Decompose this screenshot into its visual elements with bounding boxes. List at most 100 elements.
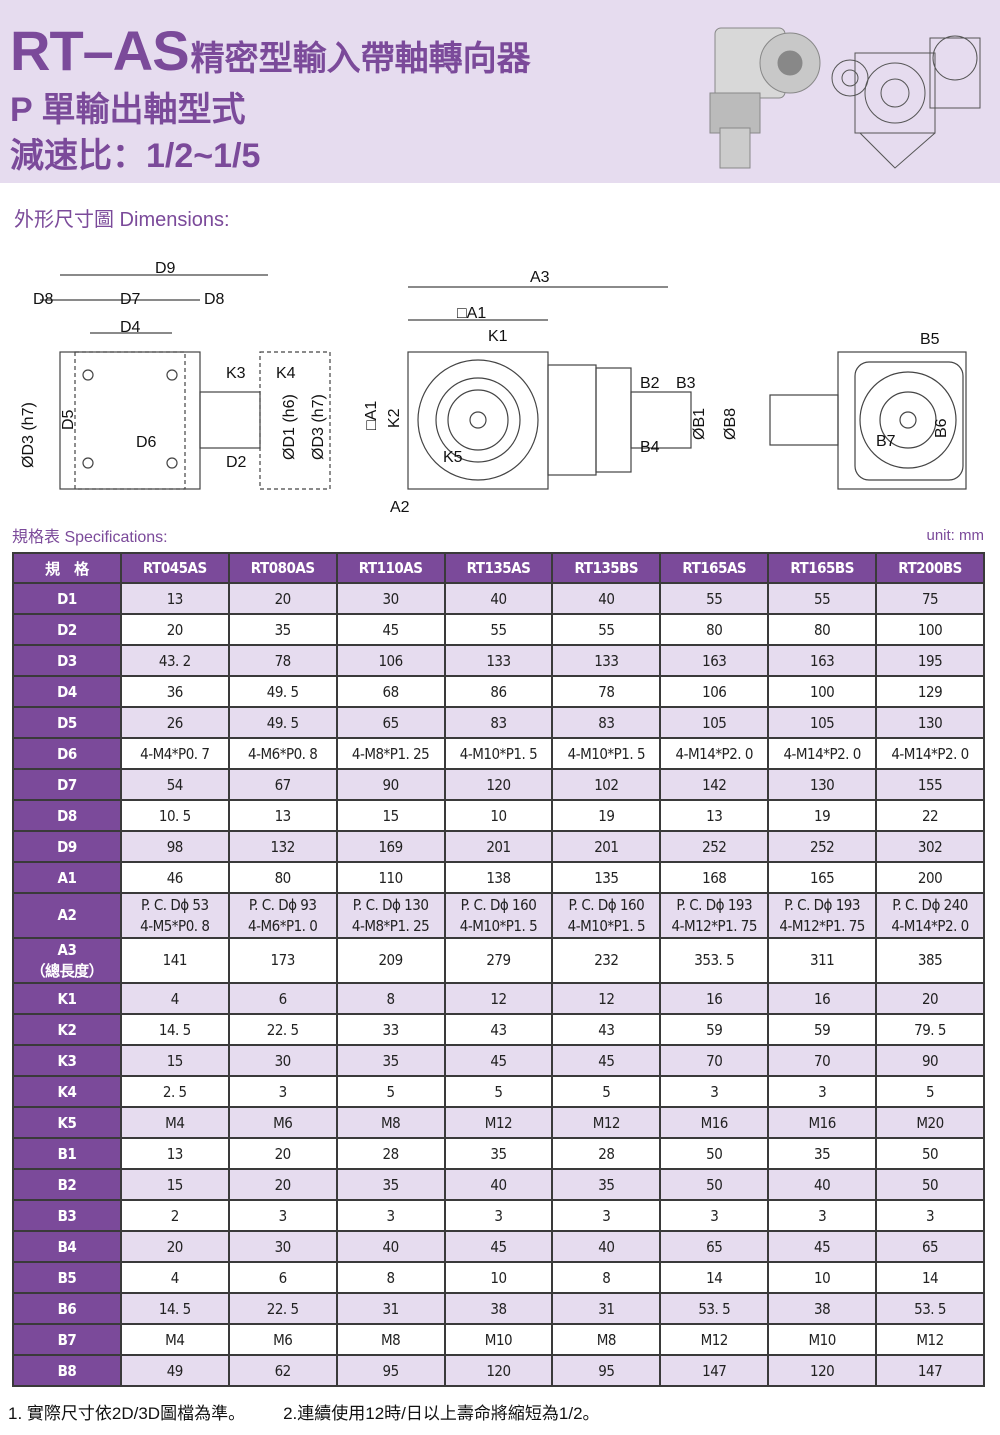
note-1: 1. 實際尺寸依2D/3D圖檔為準。: [8, 1404, 246, 1423]
table-cell: 95: [335, 1354, 446, 1387]
table-cell: 83: [443, 706, 554, 739]
table-cell: 50: [659, 1168, 770, 1201]
table-cell: 38: [443, 1292, 554, 1325]
table-cell: 106: [659, 675, 770, 708]
table-cell: 8: [335, 1261, 446, 1294]
label-k1: K1: [488, 328, 508, 345]
title-model: RT–AS: [10, 19, 190, 82]
table-cell: 135: [551, 861, 662, 894]
label-a2: A2: [390, 499, 410, 516]
label-d8: D8: [204, 291, 225, 308]
row-label: D4: [12, 675, 122, 708]
footnotes: 1. 實際尺寸依2D/3D圖檔為準。2.連續使用12時/日以上壽命將縮短為1/2…: [8, 1399, 600, 1424]
table-cell: 49. 5: [227, 675, 338, 708]
table-cell: 35: [551, 1168, 662, 1201]
table-cell: 43: [551, 1013, 662, 1046]
table-cell: 15: [119, 1168, 230, 1201]
table-cell: 40: [767, 1168, 878, 1201]
table-cell: 2: [119, 1199, 230, 1232]
table-cell: 22. 5: [227, 1013, 338, 1046]
table-cell: 169: [335, 830, 446, 863]
table-cell: 55: [551, 613, 662, 646]
table-cell: 35: [767, 1137, 878, 1170]
table-cell: 49. 5: [227, 706, 338, 739]
table-cell: 5: [335, 1075, 446, 1108]
row-label: D6: [12, 737, 122, 770]
table-cell: 40: [443, 1168, 554, 1201]
table-cell: 14. 5: [119, 1292, 230, 1325]
row-label: D7: [12, 768, 122, 801]
table-cell: 98: [119, 830, 230, 863]
table-cell: 133: [551, 644, 662, 677]
table-cell: 79. 5: [875, 1013, 985, 1046]
table-cell: 35: [335, 1168, 446, 1201]
label-b1: ØB1: [691, 408, 708, 440]
corner-header: 規 格: [12, 552, 122, 584]
table-cell: 4: [119, 1261, 230, 1294]
table-cell: 22: [875, 799, 985, 832]
table-cell: 3: [443, 1199, 554, 1232]
table-cell: 8: [551, 1261, 662, 1294]
table-cell: 45: [767, 1230, 878, 1263]
table-cell: 13: [227, 799, 338, 832]
table-cell: 4-M6*P0. 8: [227, 737, 338, 770]
table-cell: 30: [227, 1044, 338, 1077]
table-cell: M4: [119, 1106, 230, 1139]
table-cell: 353. 5: [659, 937, 770, 984]
table-cell: 105: [767, 706, 878, 739]
model-header: RT110AS: [335, 552, 446, 584]
label-d7: D7: [120, 291, 141, 308]
row-label: D1: [12, 582, 122, 615]
table-cell: 49: [119, 1354, 230, 1387]
table-cell: P. C. Dϕ 93 4-M6*P1. 0: [227, 892, 338, 939]
dimension-drawings: D9 D8 D7 D8 D4 K3 K4 ØD3 (h7) D5 D6 D2 Ø…: [20, 260, 967, 516]
row-label: A2: [12, 892, 122, 939]
table-cell: 4-M8*P1. 25: [335, 737, 446, 770]
product-image: [709, 27, 981, 169]
row-label: D2: [12, 613, 122, 646]
label-d9: D9: [155, 260, 176, 277]
model-header: RT165AS: [659, 552, 770, 584]
table-cell: 65: [335, 706, 446, 739]
table-cell: 20: [227, 1168, 338, 1201]
label-d5: D5: [60, 409, 77, 430]
table-cell: 19: [767, 799, 878, 832]
table-cell: 22. 5: [227, 1292, 338, 1325]
row-label: B8: [12, 1354, 122, 1387]
table-cell: 4-M14*P2. 0: [767, 737, 878, 770]
table-cell: 14. 5: [119, 1013, 230, 1046]
table-cell: 3: [875, 1199, 985, 1232]
table-cell: 138: [443, 861, 554, 894]
table-cell: 4-M10*P1. 5: [443, 737, 554, 770]
table-cell: 3: [767, 1075, 878, 1108]
table-cell: 80: [659, 613, 770, 646]
table-cell: 120: [443, 768, 554, 801]
row-label: D5: [12, 706, 122, 739]
table-cell: 78: [227, 644, 338, 677]
table-cell: 20: [227, 582, 338, 615]
table-cell: 33: [335, 1013, 446, 1046]
table-cell: M8: [335, 1323, 446, 1356]
row-label: K1: [12, 982, 122, 1015]
table-cell: 279: [443, 937, 554, 984]
table-cell: 45: [443, 1230, 554, 1263]
table-cell: 4-M4*P0. 7: [119, 737, 230, 770]
label-b6: B6: [933, 418, 950, 438]
table-cell: 46: [119, 861, 230, 894]
label-a1: □A1: [363, 401, 380, 430]
table-cell: 45: [335, 613, 446, 646]
table-cell: M10: [767, 1323, 878, 1356]
table-cell: 75: [875, 582, 985, 615]
table-cell: 302: [875, 830, 985, 863]
label-b4: B4: [640, 439, 660, 456]
table-cell: 43. 2: [119, 644, 230, 677]
